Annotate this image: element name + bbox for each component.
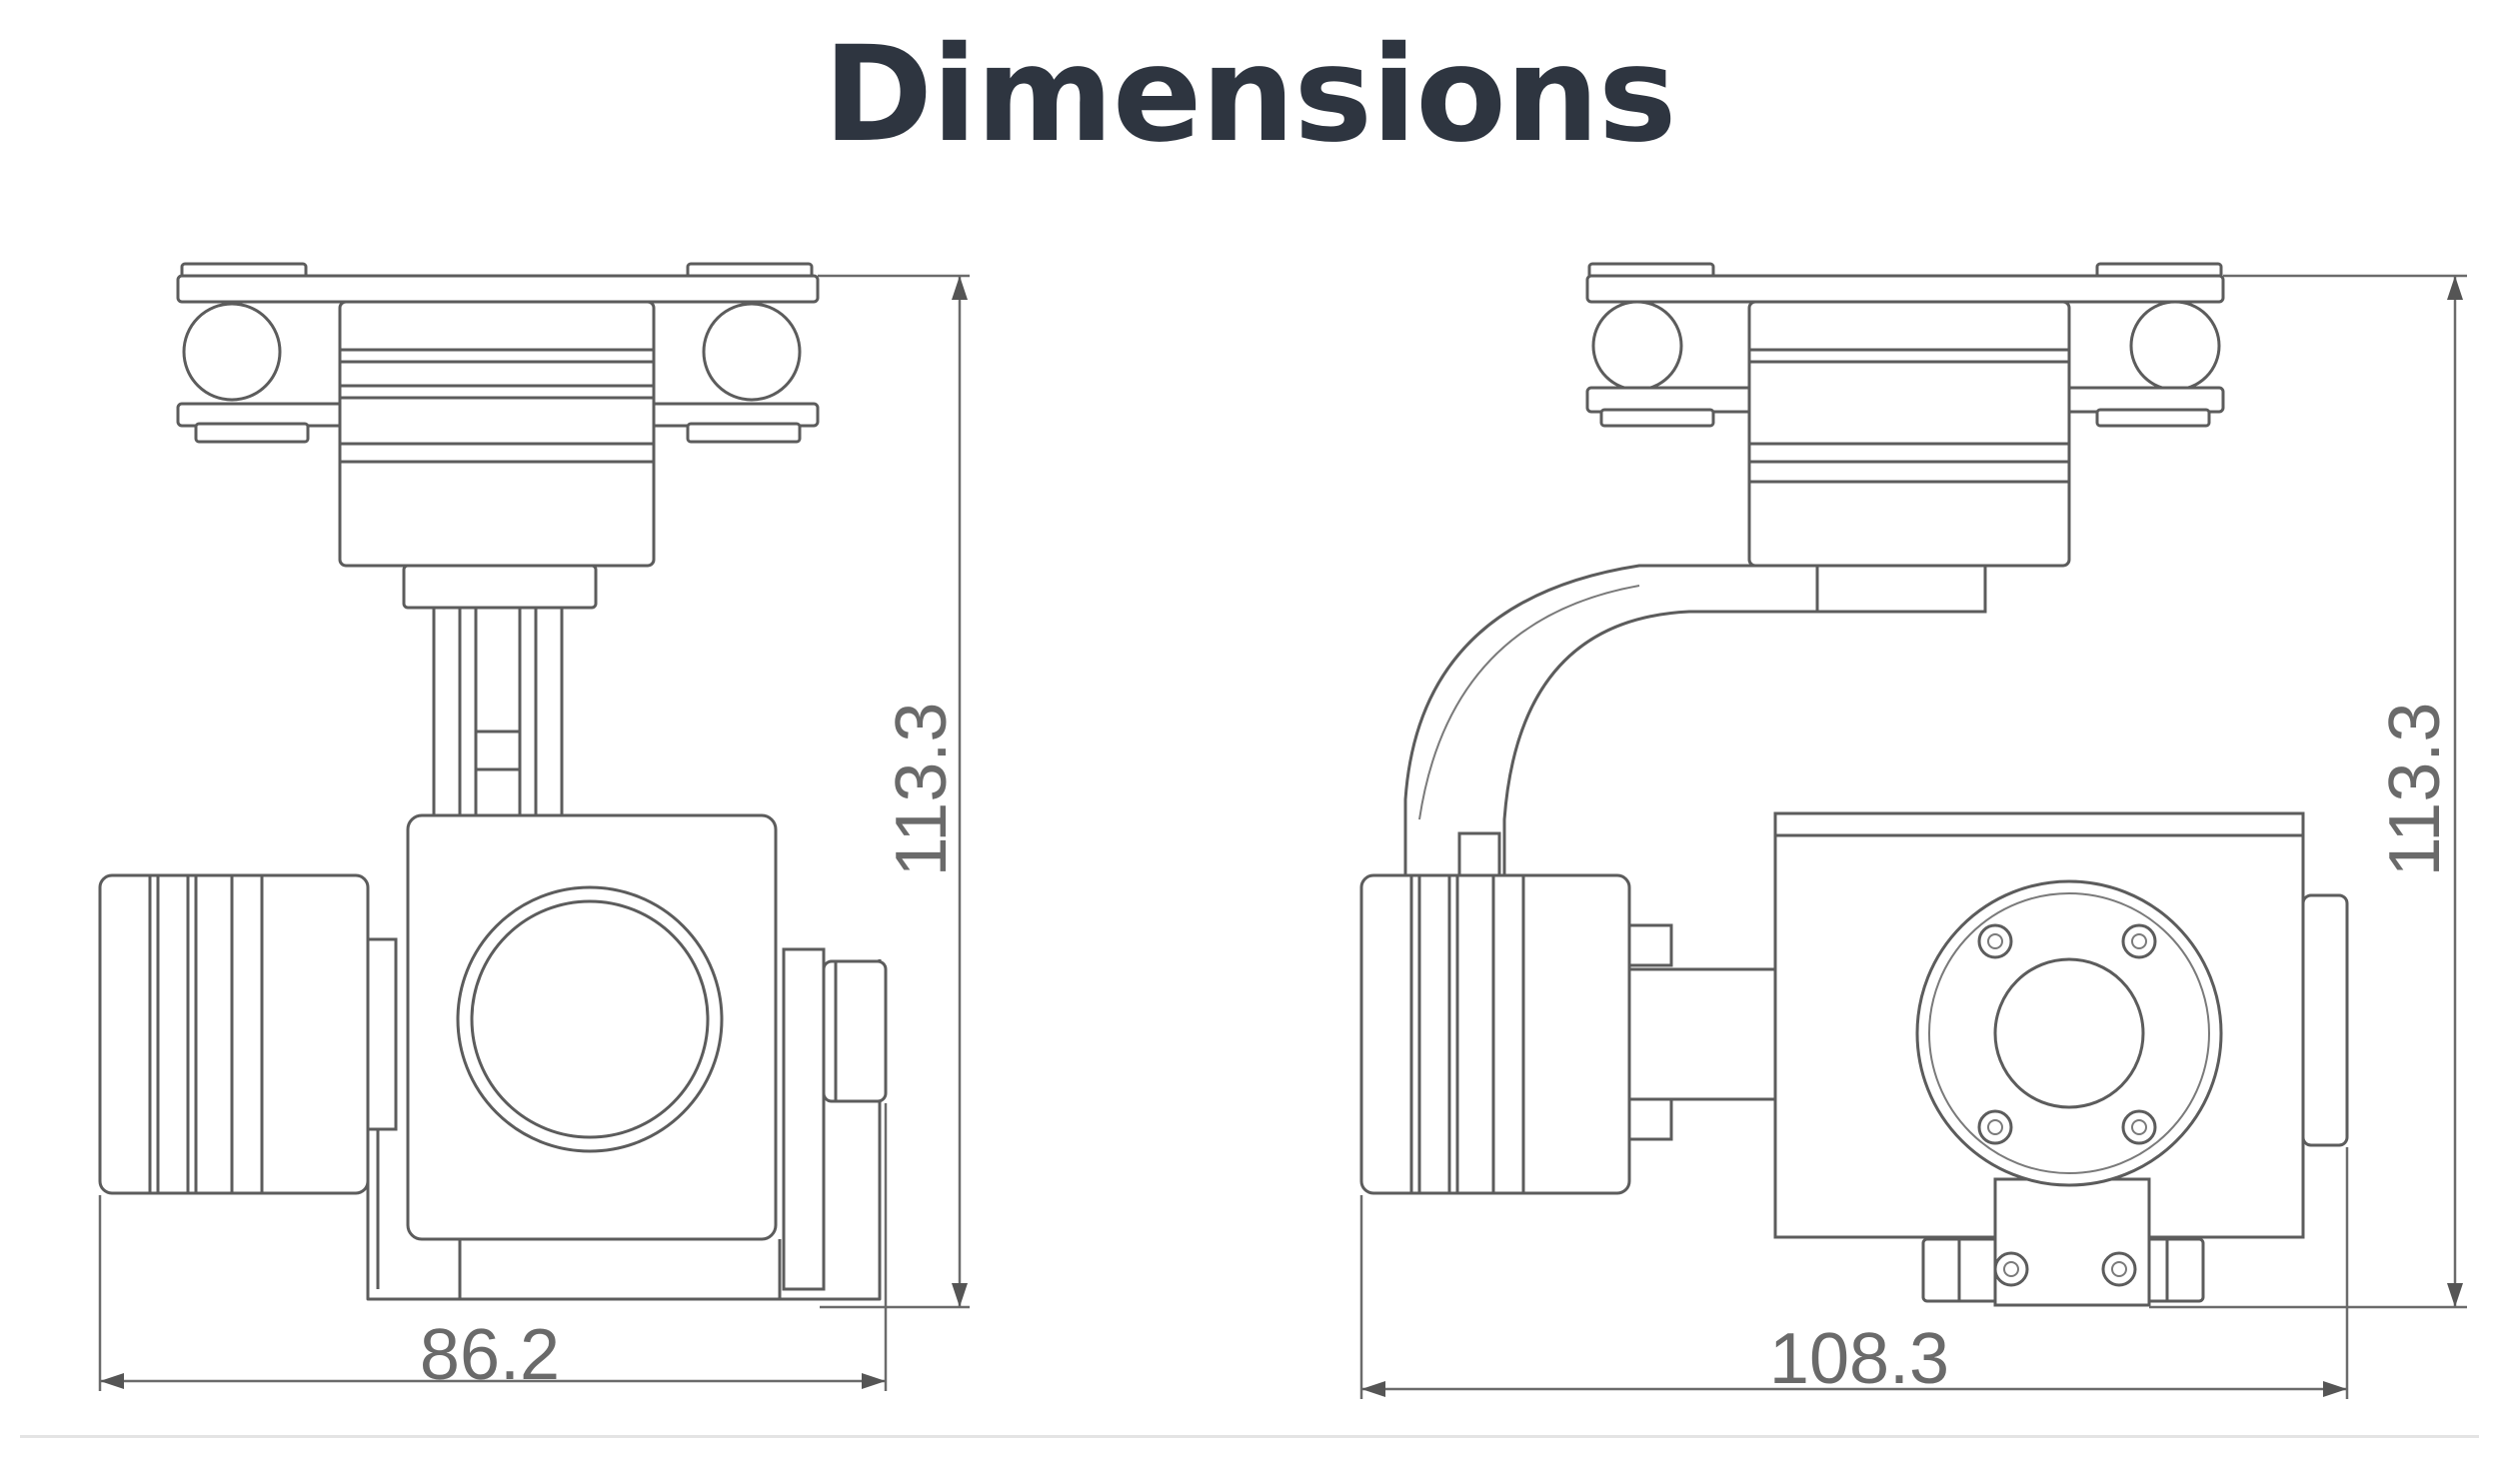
front-yaw-motor	[338, 300, 656, 610]
side-lens-mount	[1915, 879, 2223, 1307]
front-width-label: 86.2	[420, 1315, 560, 1395]
front-bracket	[366, 937, 888, 1301]
front-arm	[432, 606, 564, 823]
front-view: 86.2 113.3	[98, 262, 970, 1395]
side-width-label: 108.3	[1769, 1319, 1949, 1399]
side-roll-motor	[1359, 873, 1631, 1195]
side-height-label: 113.3	[2375, 703, 2455, 877]
front-roll-motor	[98, 873, 370, 1195]
front-camera-body	[406, 813, 778, 1241]
front-dimension-lines	[98, 274, 970, 1391]
side-view: 108.3 113.3	[1359, 262, 2467, 1399]
side-yaw-motor	[1747, 300, 2071, 568]
front-height-label: 113.3	[882, 703, 962, 877]
bottom-divider	[20, 1435, 2479, 1438]
page-title: Dimensions	[823, 18, 1677, 172]
side-dimension-lines	[1359, 274, 2467, 1399]
